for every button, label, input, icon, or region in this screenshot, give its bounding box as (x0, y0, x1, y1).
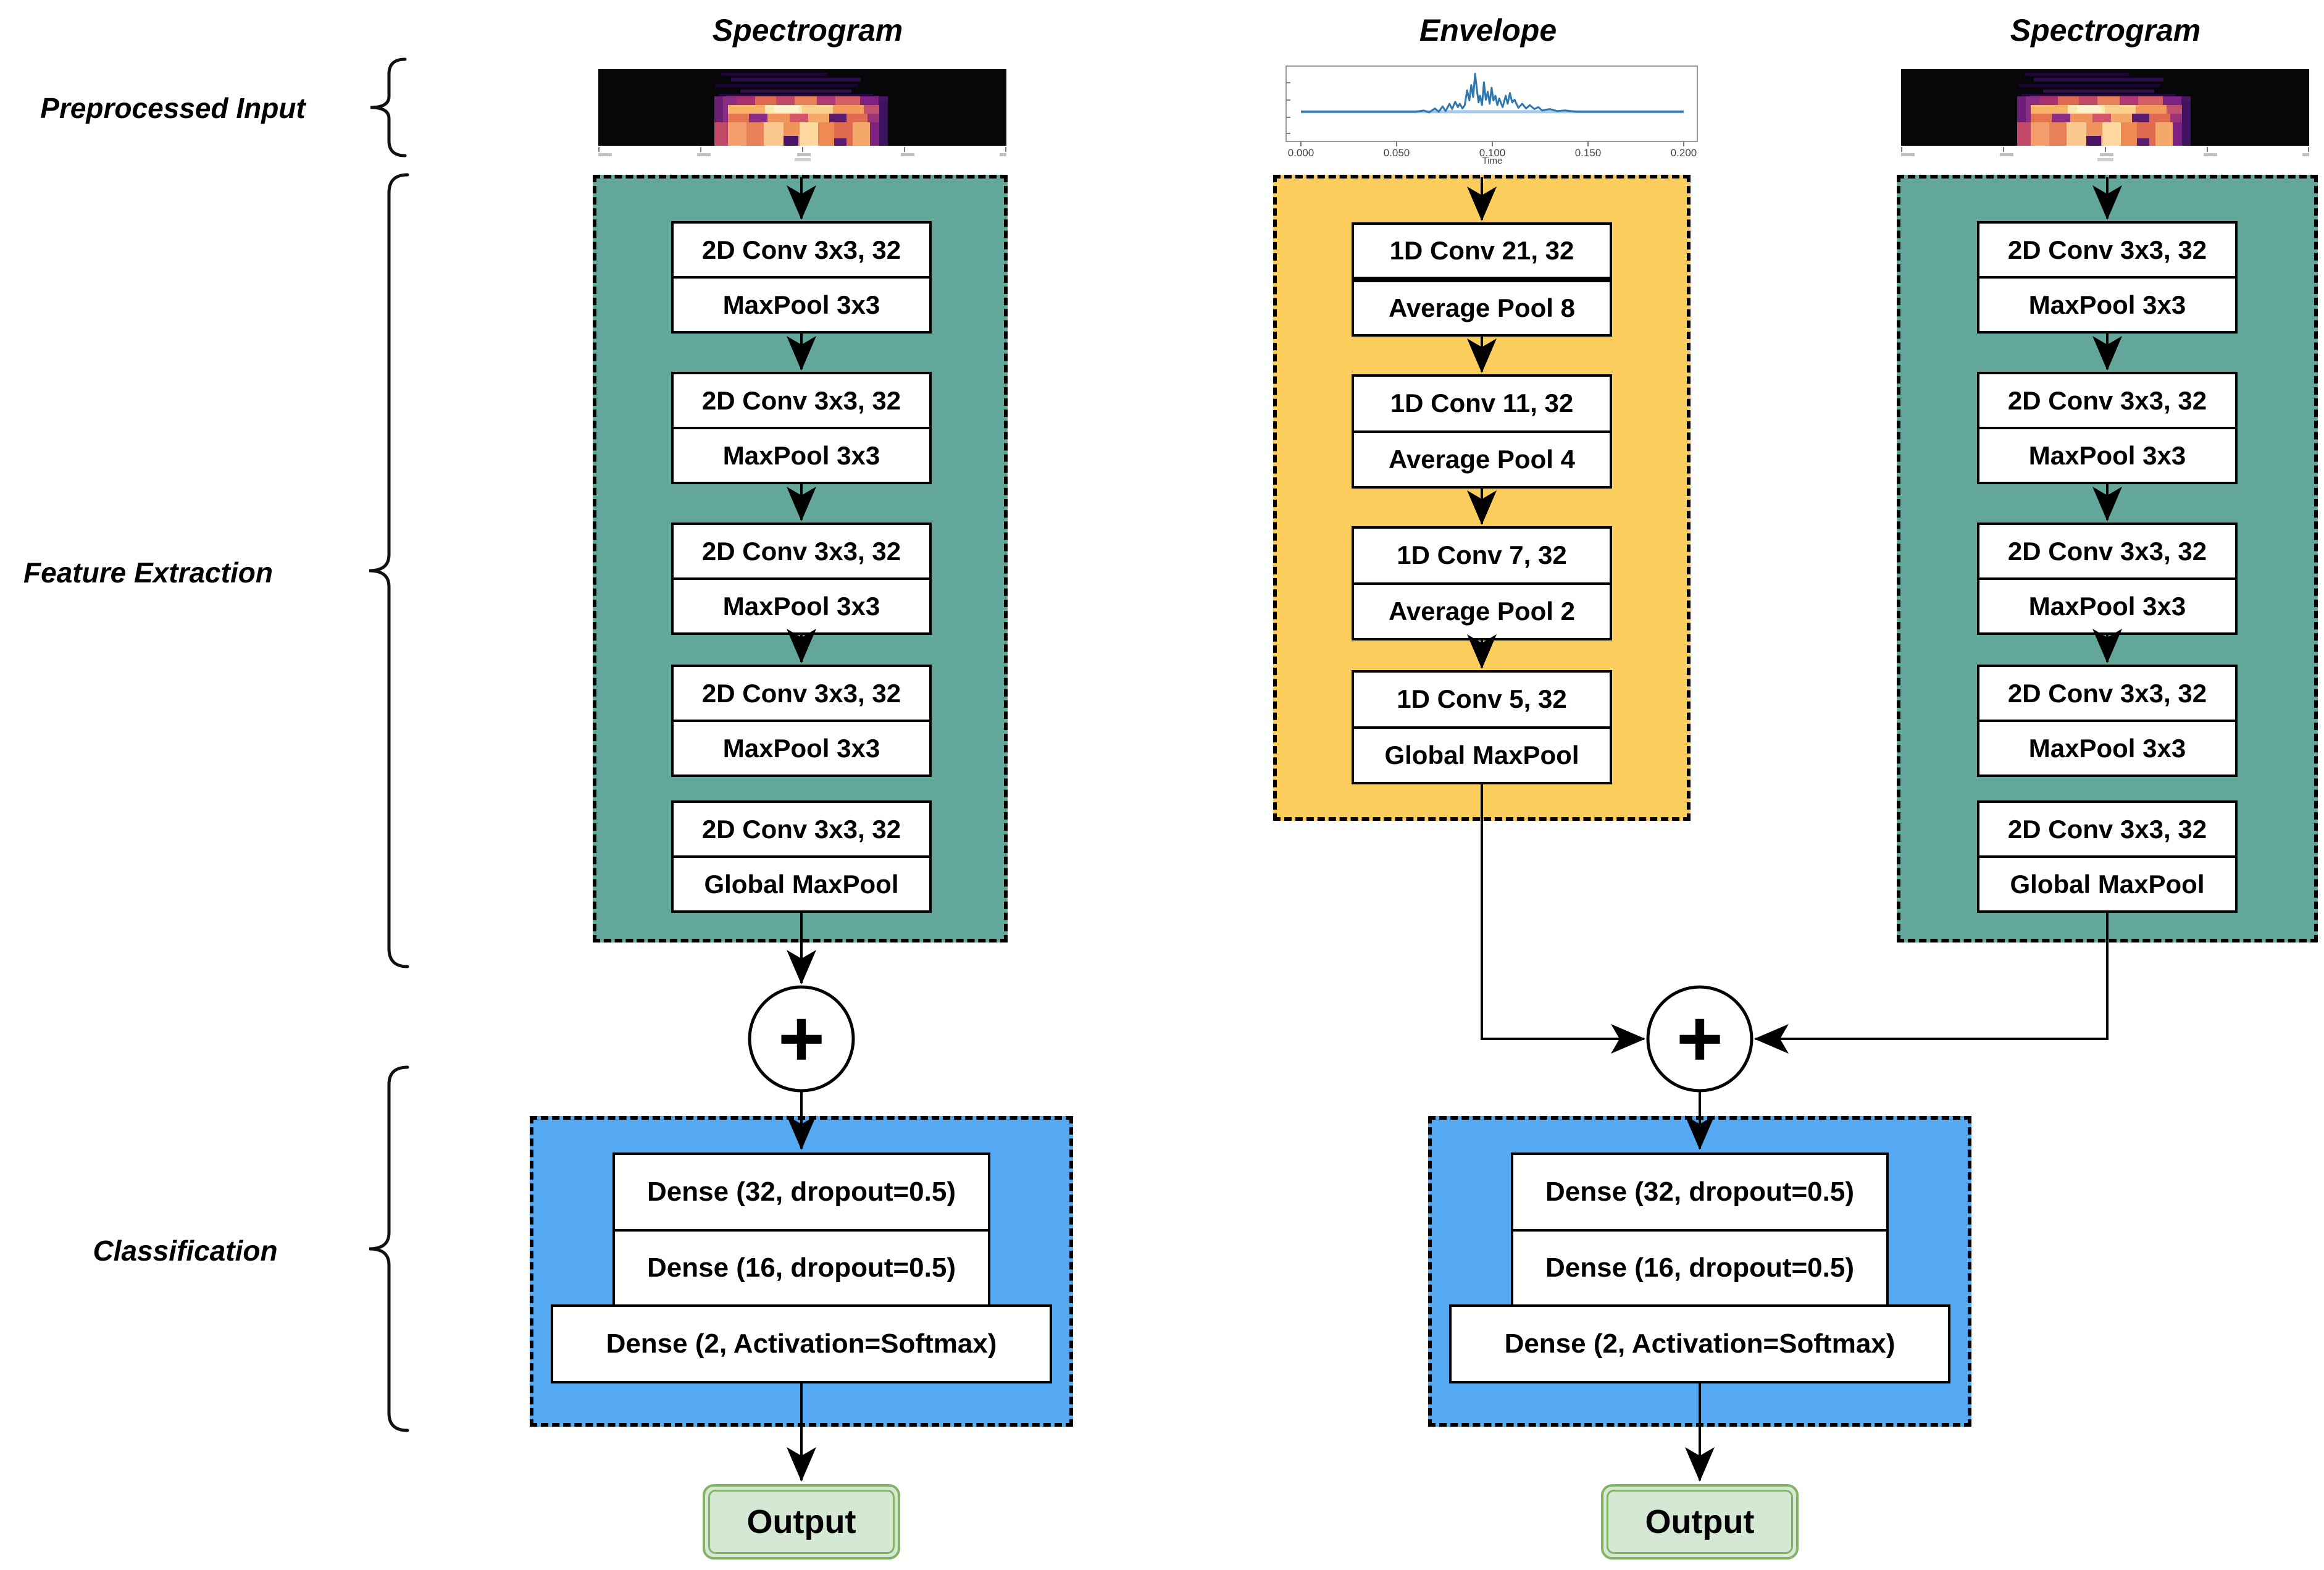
envelope-x-ticks (1300, 141, 1684, 146)
dense-layer: Dense (32, dropout=0.5) (612, 1152, 990, 1232)
conv-pool-pair: 2D Conv 3x3, 32 MaxPool 3x3 (1977, 372, 2238, 484)
conv-layer-label: 2D Conv 3x3, 32 (701, 385, 901, 415)
pool-layer-label: MaxPool 3x3 (674, 720, 929, 775)
pool-layer-label: MaxPool 3x3 (674, 427, 929, 482)
conv-pool-pair: 1D Conv 21, 32 Average Pool 8 (1352, 222, 1612, 337)
output-label: Output (1607, 1490, 1793, 1554)
pool-layer-label: Average Pool 8 (1354, 277, 1610, 334)
label-classification: Classification (93, 1235, 278, 1267)
pool-layer-label: Global MaxPool (1979, 855, 2235, 910)
svg-text:0.200: 0.200 (1671, 147, 1697, 159)
conv-pool-pair: 1D Conv 5, 32 Global MaxPool (1352, 670, 1612, 784)
conv-pool-pair: 2D Conv 3x3, 32 MaxPool 3x3 (671, 372, 932, 484)
brace-classification (369, 1065, 409, 1432)
spectrogram-heatmap (1901, 69, 2316, 161)
pool-layer-label: Average Pool 4 (1354, 430, 1610, 487)
brace-preprocessed-input (370, 57, 407, 157)
conv-layer-label: 2D Conv 3x3, 32 (2007, 678, 2207, 708)
pool-layer-label: MaxPool 3x3 (1979, 276, 2235, 331)
pool-layer-label: MaxPool 3x3 (1979, 720, 2235, 775)
dense-layer: Dense (2, Activation=Softmax) (1449, 1304, 1950, 1383)
pool-layer-label: Global MaxPool (1354, 726, 1610, 783)
envelope-plot-frame (1285, 65, 1698, 142)
conv-pool-pair: 2D Conv 3x3, 32 Global MaxPool (1977, 800, 2238, 913)
conv-pool-pair: 2D Conv 3x3, 32 MaxPool 3x3 (1977, 523, 2238, 635)
conv-pool-pair: 2D Conv 3x3, 32 MaxPool 3x3 (1977, 221, 2238, 334)
pool-layer-label: MaxPool 3x3 (1979, 427, 2235, 482)
merge-plus-symbol: + (1676, 993, 1723, 1083)
conv-layer-label: 1D Conv 7, 32 (1397, 540, 1567, 570)
spectrogram-heatmap (598, 69, 1013, 161)
conv-pool-pair: 2D Conv 3x3, 32 Global MaxPool (671, 800, 932, 913)
conv-pool-pair: 2D Conv 3x3, 32 MaxPool 3x3 (671, 523, 932, 635)
spectrogram-image-right (1901, 69, 2316, 162)
envelope-plot: 0.000 0.050 0.100 0.150 0.200 Time (1285, 65, 1699, 166)
dense-layer: Dense (16, dropout=0.5) (612, 1229, 990, 1307)
pool-layer-label: Average Pool 2 (1354, 582, 1610, 639)
output-node-left: Output (703, 1484, 900, 1560)
pool-layer-label: MaxPool 3x3 (1979, 577, 2235, 632)
envelope-chart: 0.000 0.050 0.100 0.150 0.200 Time (1285, 65, 1698, 166)
conv-pool-pair: 1D Conv 7, 32 Average Pool 2 (1352, 526, 1612, 640)
envelope-y-ticks (1286, 82, 1290, 134)
conv-layer-label: 2D Conv 3x3, 32 (701, 536, 901, 566)
conv-layer-label: 2D Conv 3x3, 32 (701, 678, 901, 708)
merge-node-right: + (1646, 985, 1753, 1093)
envelope-waveform (1301, 72, 1684, 114)
svg-text:0.050: 0.050 (1384, 147, 1410, 159)
envelope-x-axis-label: Time (1482, 156, 1503, 164)
conv-layer-label: 1D Conv 5, 32 (1397, 684, 1567, 714)
title-envelope: Envelope (1419, 13, 1557, 48)
pool-layer-label: MaxPool 3x3 (674, 276, 929, 331)
conv-layer-label: 2D Conv 3x3, 32 (2007, 385, 2207, 415)
conv-layer-label: 2D Conv 3x3, 32 (2007, 235, 2207, 264)
envelope-x-tick-labels: 0.000 0.050 0.100 0.150 0.200 (1288, 147, 1697, 159)
pool-layer-label: MaxPool 3x3 (674, 577, 929, 632)
conv-pool-pair: 2D Conv 3x3, 32 MaxPool 3x3 (671, 665, 932, 777)
svg-text:0.150: 0.150 (1575, 147, 1602, 159)
svg-text:0.000: 0.000 (1288, 147, 1315, 159)
conv-pool-pair: 2D Conv 3x3, 32 MaxPool 3x3 (671, 221, 932, 334)
conv-layer-label: 1D Conv 11, 32 (1390, 388, 1574, 418)
conv-pool-pair: 2D Conv 3x3, 32 MaxPool 3x3 (1977, 665, 2238, 777)
spectrogram-image-left (598, 69, 1013, 162)
title-spectrogram-left: Spectrogram (712, 13, 903, 48)
conv-layer-label: 1D Conv 21, 32 (1389, 236, 1574, 265)
output-label: Output (708, 1490, 895, 1554)
dense-layer: Dense (2, Activation=Softmax) (551, 1304, 1052, 1383)
title-spectrogram-right: Spectrogram (2010, 13, 2201, 48)
conv-layer-label: 2D Conv 3x3, 32 (701, 814, 901, 844)
dense-layer: Dense (32, dropout=0.5) (1511, 1152, 1889, 1232)
label-preprocessed-input: Preprocessed Input (40, 92, 306, 124)
merge-plus-symbol: + (778, 993, 825, 1083)
brace-feature-extraction (369, 173, 409, 968)
conv-layer-label: 2D Conv 3x3, 32 (2007, 814, 2207, 844)
output-node-right: Output (1601, 1484, 1799, 1560)
label-feature-extraction: Feature Extraction (23, 556, 273, 589)
conv-layer-label: 2D Conv 3x3, 32 (2007, 536, 2207, 566)
conv-pool-pair: 1D Conv 11, 32 Average Pool 4 (1352, 374, 1612, 489)
conv-layer-label: 2D Conv 3x3, 32 (701, 235, 901, 264)
merge-node-left: + (748, 985, 855, 1093)
svg-text:0.100: 0.100 (1479, 147, 1506, 159)
dense-layer: Dense (16, dropout=0.5) (1511, 1229, 1889, 1307)
arrow-envelope-to-merge (1481, 784, 1645, 1054)
pool-layer-label: Global MaxPool (674, 855, 929, 910)
